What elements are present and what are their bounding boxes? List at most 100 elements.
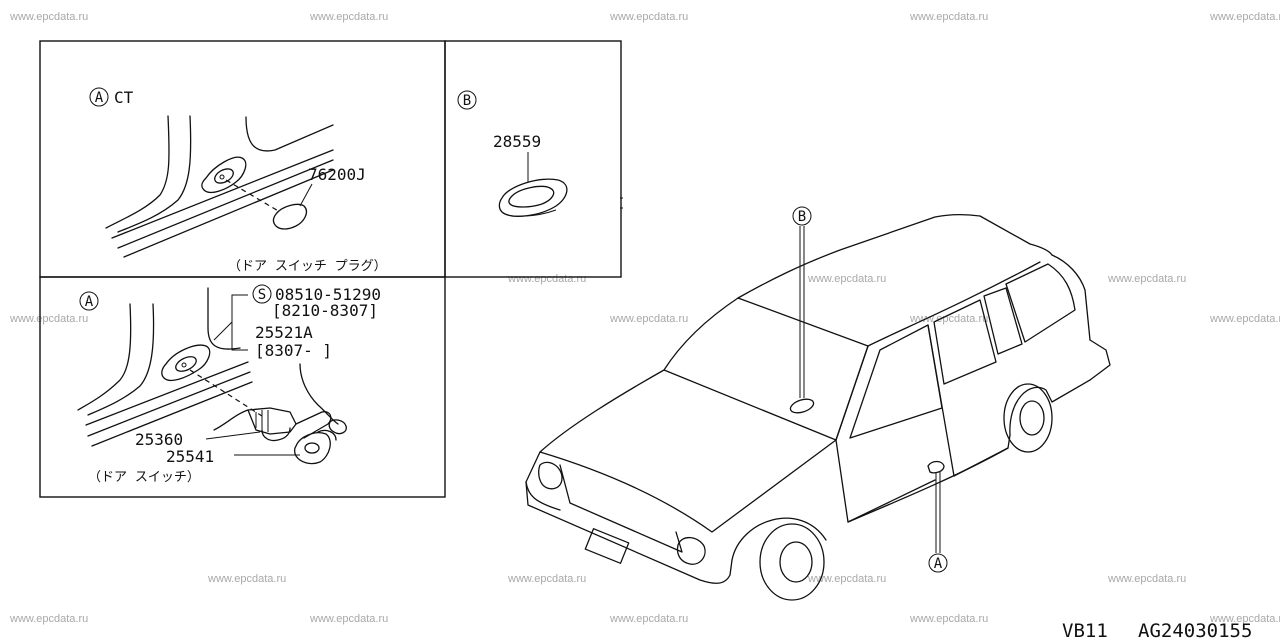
bumper <box>525 481 561 511</box>
callout-letter: B <box>798 209 806 225</box>
grommet-edge <box>501 209 557 217</box>
watermark: www.epcdata.ru <box>1209 313 1280 325</box>
footer: VB11 AG24030155 <box>1062 620 1252 640</box>
rubber-cap-ring <box>317 429 337 441</box>
grommet-inner <box>508 185 555 208</box>
assembly-dashline <box>225 179 281 213</box>
watermark: www.epcdata.ru <box>309 613 388 625</box>
front-wheel-hub <box>779 541 813 583</box>
watermark: www.epcdata.ru <box>9 313 88 325</box>
callout-circle-b-car <box>792 206 812 226</box>
hood <box>539 369 837 533</box>
roof-outline <box>737 213 1053 299</box>
roof-grommet-location <box>789 398 815 414</box>
rear-quarter-window <box>983 287 1023 355</box>
switch-hole-inner <box>214 168 234 184</box>
switch-hole-pin <box>181 362 187 368</box>
windshield <box>663 297 869 441</box>
part-number-25521A: 25521A <box>255 323 313 342</box>
screw-bracket-tie <box>213 321 233 341</box>
watermark: www.epcdata.ru <box>807 273 886 285</box>
watermark: www.epcdata.ru <box>1209 613 1280 625</box>
door-frame-top <box>245 116 334 152</box>
roof-rear <box>1051 254 1091 341</box>
door-switch <box>247 407 297 435</box>
door-switch-plug <box>272 203 308 230</box>
screw-symbol: S <box>258 287 266 303</box>
part-number-28559: 28559 <box>493 132 541 151</box>
sill-line <box>87 371 251 437</box>
caption-door-switch-plug: （ドア スイッチ プラグ） <box>228 259 387 274</box>
rear-window <box>1005 263 1076 343</box>
door-pillar-inner <box>117 115 192 233</box>
leader-25360 <box>205 431 261 440</box>
front-body <box>525 451 733 584</box>
watermark: www.epcdata.ru <box>609 313 688 325</box>
callout-letter: B <box>463 93 471 109</box>
rubber-cap-inner <box>304 442 320 454</box>
door-frame-top <box>207 287 241 350</box>
callout-circle-a-car <box>928 553 948 573</box>
part-number-08510-51290: 08510-51290 <box>275 285 381 304</box>
rubber-cap <box>293 432 331 465</box>
watermark: www.epcdata.ru <box>609 613 688 625</box>
caption-door-switch: （ドア スイッチ） <box>88 470 200 485</box>
watermark: www.epcdata.ru <box>9 613 88 625</box>
switch-hole-pin <box>219 174 225 180</box>
headlight-right <box>676 536 706 565</box>
panel-b: B 28559 <box>457 90 623 217</box>
part-number-25541: 25541 <box>166 447 214 466</box>
door-switch-plunger <box>261 427 291 442</box>
screw-symbol-circle <box>252 284 272 304</box>
harness-wire <box>213 409 249 431</box>
rear-door-window <box>933 299 997 385</box>
callout-circle-a <box>79 291 99 311</box>
sill-line <box>111 149 334 239</box>
station-wagon <box>525 213 1111 601</box>
switch-hole-inner <box>175 356 197 372</box>
panel-a: A S 08510-51290 [8210-8307] 25521A [8307… <box>77 284 381 485</box>
headlight-left <box>538 461 563 490</box>
watermark: www.epcdata.ru <box>609 11 688 23</box>
door-pillar <box>105 115 170 229</box>
sill-line <box>117 159 334 249</box>
plug-leader <box>299 183 313 207</box>
watermark: www.epcdata.ru <box>9 11 88 23</box>
part-range-8210-8307: [8210-8307] <box>272 301 378 320</box>
front-wheel-arch <box>731 517 827 561</box>
door-switch-location <box>927 460 945 474</box>
watermark: www.epcdata.ru <box>507 273 586 285</box>
panel-frames <box>39 40 622 498</box>
panel-a-frame <box>39 276 446 498</box>
front-wheel <box>759 523 825 601</box>
sill-line <box>123 169 334 258</box>
front-window <box>849 324 943 439</box>
sill-line <box>85 361 249 426</box>
variant-label: CT <box>114 88 134 107</box>
callout-letter: A <box>934 556 943 572</box>
watermark: www.epcdata.ru <box>909 613 988 625</box>
part-number-76200J: 76200J <box>308 165 366 184</box>
door-switch-ribs <box>255 410 269 432</box>
part-range-8307: [8307- ] <box>255 341 332 360</box>
door-pillar <box>77 303 132 411</box>
switch-hole <box>161 344 211 382</box>
watermarks: www.epcdata.ru www.epcdata.ru www.epcdat… <box>9 11 1280 625</box>
rear-wheel <box>1003 383 1053 453</box>
harness-wire <box>299 363 339 425</box>
part-number-25360: 25360 <box>135 430 183 449</box>
watermark: www.epcdata.ru <box>909 11 988 23</box>
watermark: www.epcdata.ru <box>909 313 988 325</box>
switch-bracket <box>295 411 332 439</box>
rear-fender <box>1009 339 1111 436</box>
model-code: VB11 <box>1062 620 1108 640</box>
callout-letter: A <box>95 90 104 106</box>
watermark: www.epcdata.ru <box>807 573 886 585</box>
watermark: www.epcdata.ru <box>1107 273 1186 285</box>
side-skirt <box>847 434 1011 523</box>
screw <box>328 419 347 435</box>
license-plate <box>584 528 630 564</box>
front-door-edge <box>835 439 936 523</box>
grille <box>559 464 683 553</box>
